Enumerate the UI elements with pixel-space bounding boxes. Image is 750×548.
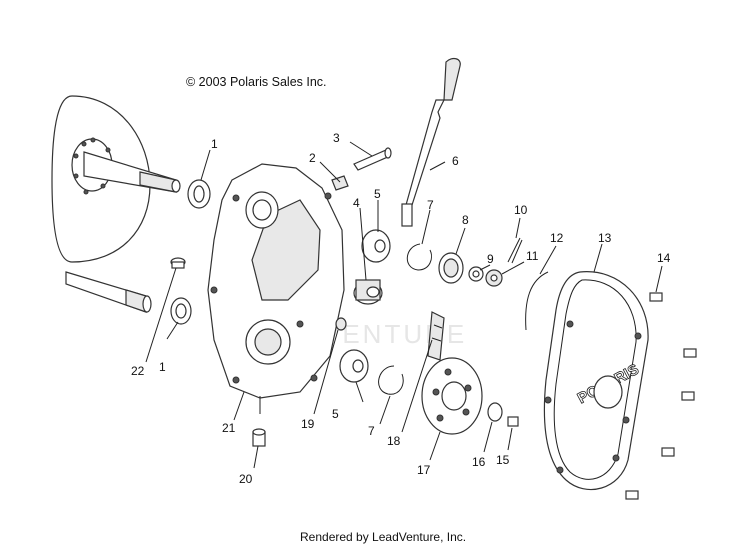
nut-19: [335, 317, 347, 331]
seal-lower: [170, 297, 192, 325]
nut-11: [485, 269, 503, 287]
callout-19: 19: [301, 417, 315, 431]
callout-5-upper: 5: [374, 187, 381, 201]
callout-17: 17: [417, 463, 431, 477]
gasket: [525, 271, 549, 331]
small-gear: [438, 252, 464, 284]
callout-5-lower: 5: [332, 407, 339, 421]
callout-14: 14: [657, 251, 671, 265]
washer-9: [468, 266, 484, 282]
callout-20: 20: [239, 472, 253, 486]
callout-labels: 1 1 2 3 4 5 5 6 7 7 8 9 10 11 12 13 14 1…: [131, 131, 671, 486]
callout-15: 15: [496, 453, 510, 467]
callout-7-lower: 7: [368, 424, 375, 438]
seal-upper: [187, 179, 211, 209]
callout-18: 18: [387, 434, 401, 448]
callout-9: 9: [487, 252, 494, 266]
copyright-notice: © 2003 Polaris Sales Inc.: [186, 75, 327, 89]
bolt-3: [353, 147, 392, 171]
bearing-upper: [361, 229, 391, 263]
chaincase-cover: POLARIS: [543, 271, 649, 490]
callout-1-lower: 1: [159, 360, 166, 374]
callout-4: 4: [353, 196, 360, 210]
callout-8: 8: [462, 213, 469, 227]
lower-shaft: [65, 271, 152, 313]
callout-3: 3: [333, 131, 340, 145]
washer-16: [487, 402, 503, 422]
dipstick: [401, 57, 461, 227]
cotter-pin: [507, 237, 523, 264]
large-sprocket: [421, 357, 483, 435]
leader-lines: [145, 141, 663, 469]
nut-2: [331, 175, 349, 191]
callout-2: 2: [309, 151, 316, 165]
callout-10: 10: [514, 203, 528, 217]
callout-22: 22: [131, 364, 145, 378]
chain-tensioner: [353, 279, 383, 305]
callout-21: 21: [222, 421, 236, 435]
snap-ring-upper: [406, 243, 432, 271]
upper-shaft: [83, 151, 181, 193]
callout-16: 16: [472, 455, 486, 469]
callout-1-upper: 1: [211, 137, 218, 151]
bolt-15: [507, 416, 519, 427]
bearing-lower: [339, 349, 369, 383]
dowel-pin: [170, 257, 186, 269]
chaincase-inner: [207, 163, 345, 414]
drive-chain: [427, 311, 445, 361]
drain-plug: [252, 428, 266, 447]
callout-7-upper: 7: [427, 198, 434, 212]
snap-ring-lower: [378, 365, 404, 395]
callout-13: 13: [598, 231, 612, 245]
rendered-by-footer: Rendered by LeadVenture, Inc.: [300, 530, 467, 544]
cover-bolts: [625, 292, 697, 500]
callout-11: 11: [526, 249, 539, 263]
callout-12: 12: [550, 231, 564, 245]
callout-6: 6: [452, 154, 459, 168]
